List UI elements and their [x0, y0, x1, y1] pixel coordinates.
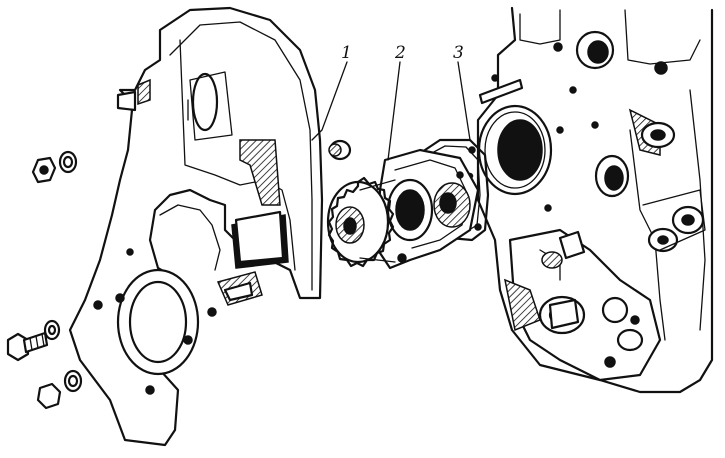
fasteners — [6, 150, 83, 410]
callout-1: 1 — [341, 43, 352, 63]
engine-block — [476, 6, 714, 394]
water-pump — [326, 148, 480, 270]
callout-2: 2 — [394, 43, 406, 63]
callout-leaders — [311, 61, 471, 161]
callout-3: 3 — [453, 43, 464, 63]
timing-belt-cover — [68, 6, 324, 447]
plug — [328, 139, 352, 161]
